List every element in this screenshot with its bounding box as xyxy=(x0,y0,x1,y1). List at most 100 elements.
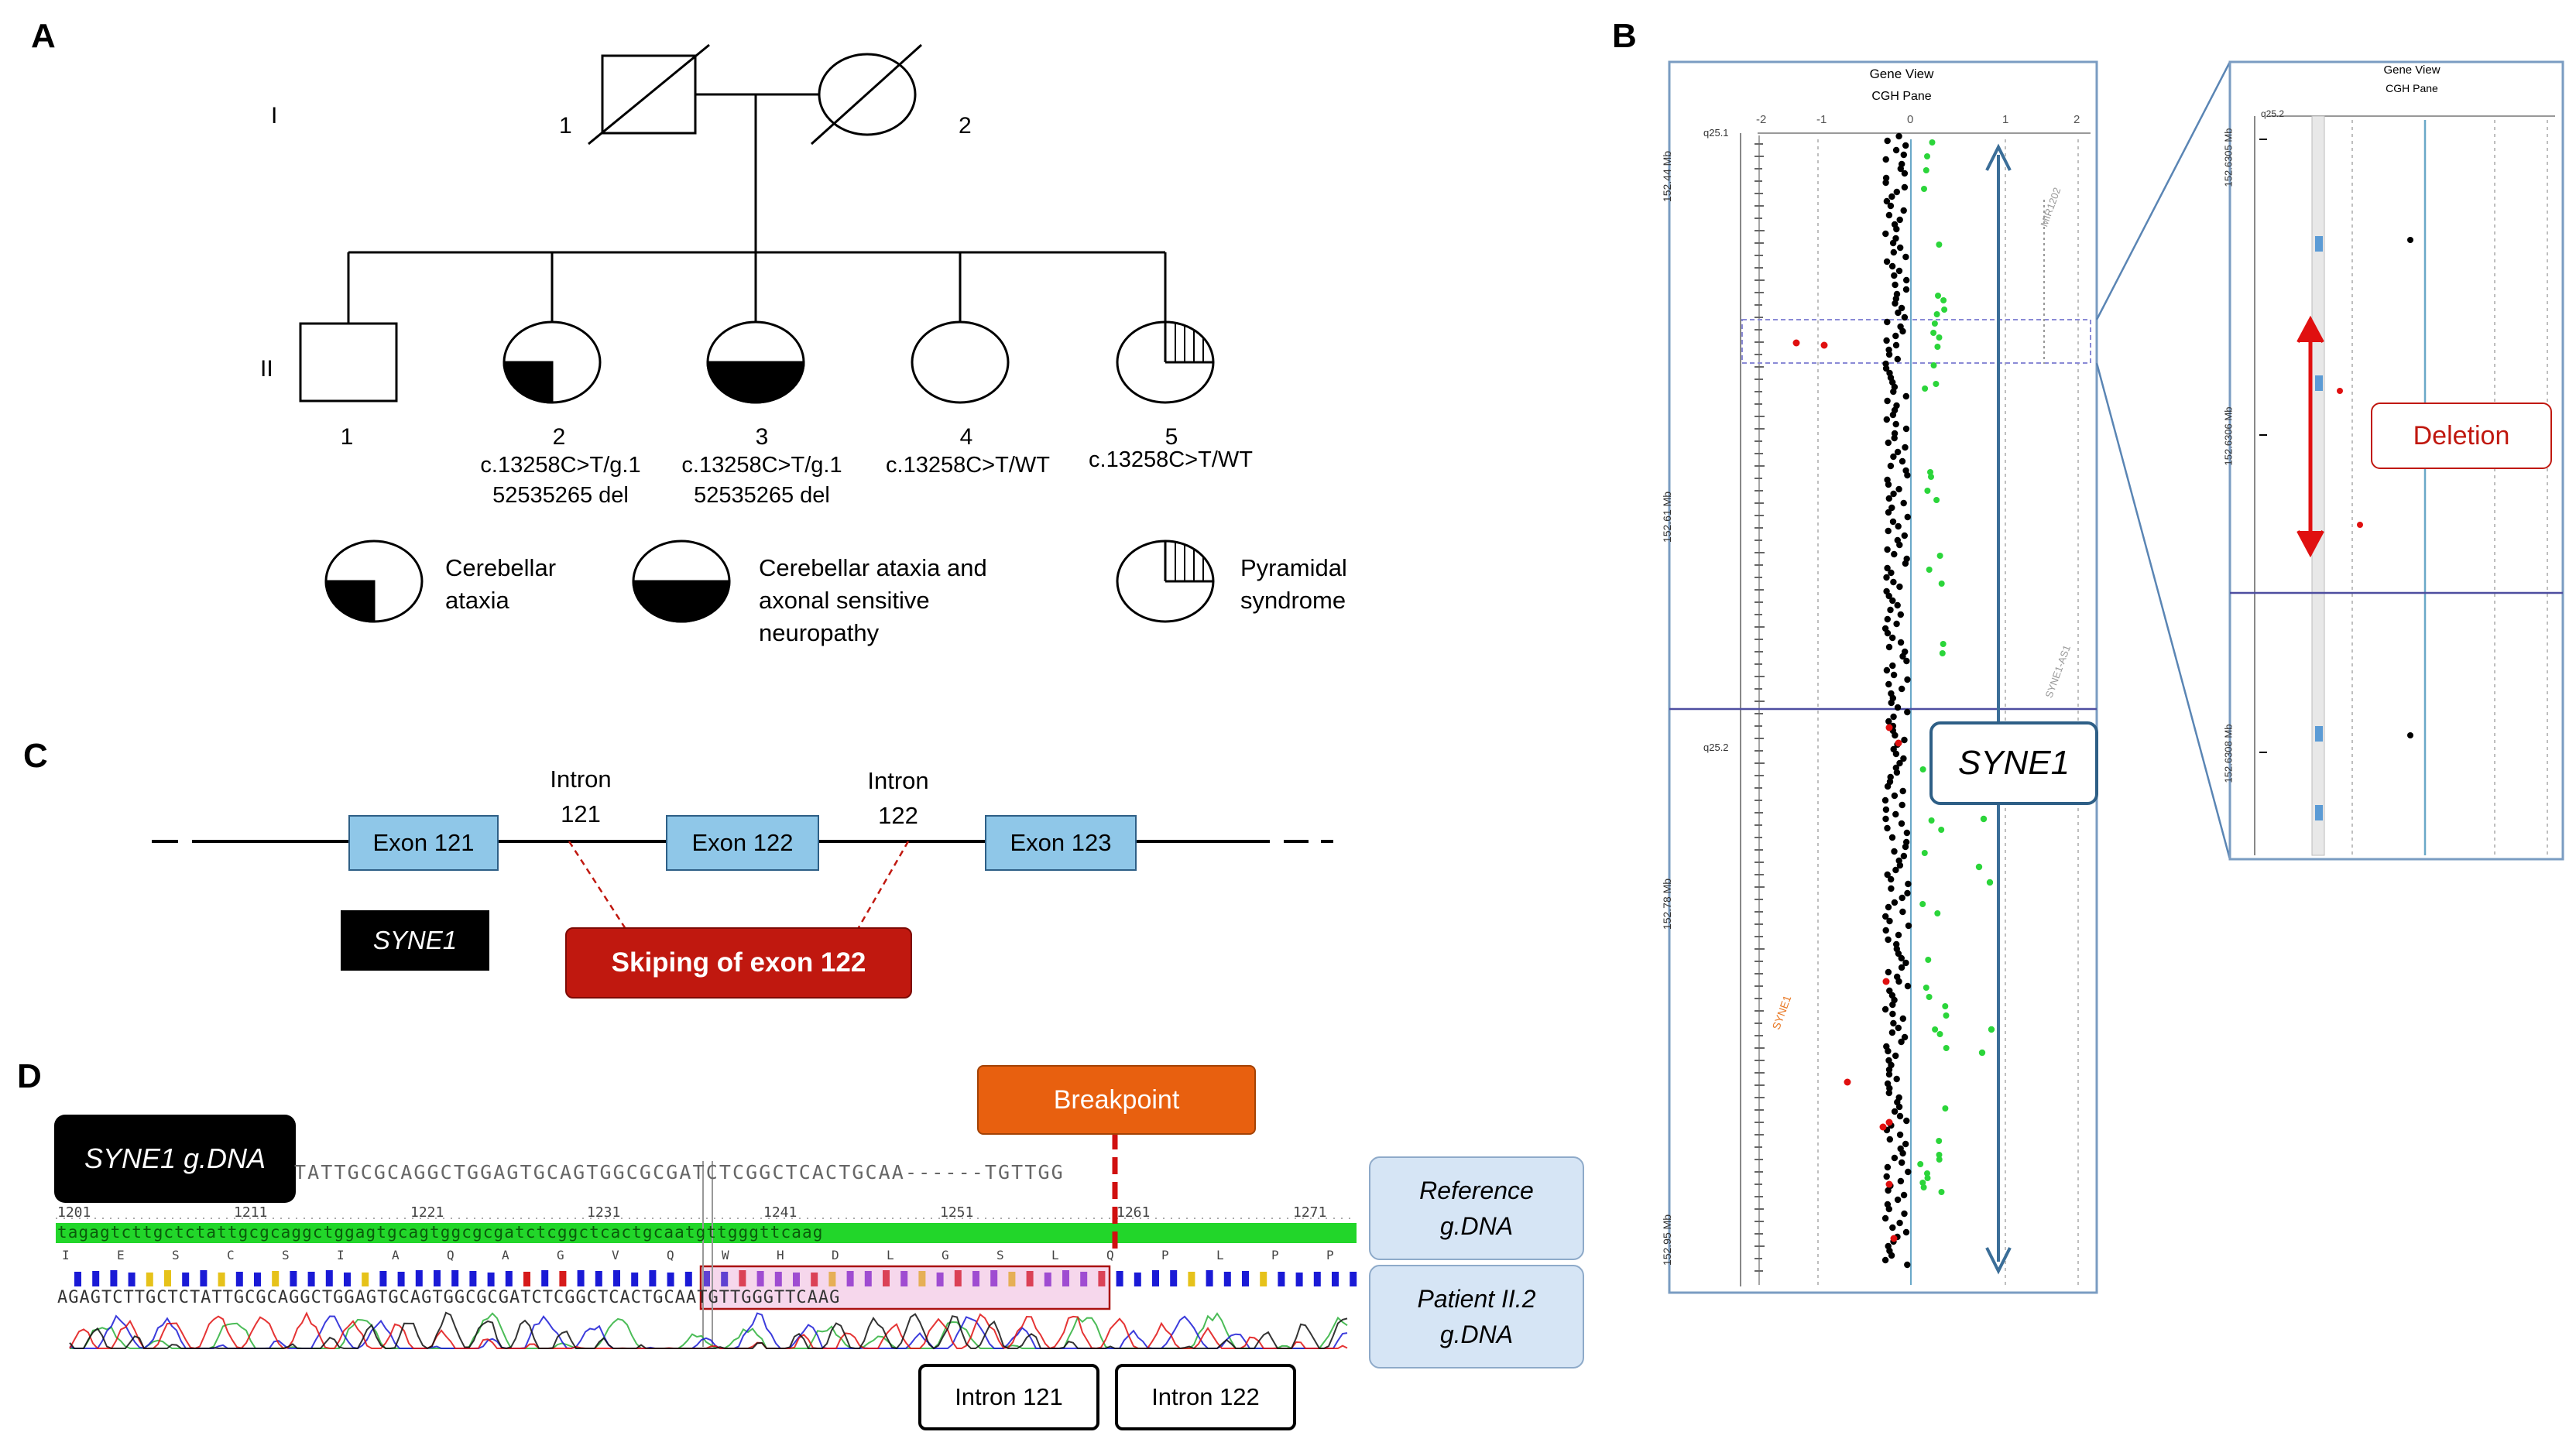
reference-gdna-box: Reference g.DNA xyxy=(1369,1156,1584,1260)
consensus-green-bar xyxy=(56,1223,1357,1243)
quality-bar xyxy=(1098,1271,1106,1286)
cgh-probe-dot xyxy=(1882,365,1890,372)
cgh-probe-dot xyxy=(1883,197,1891,205)
cgh-probe-dot xyxy=(1902,1228,1910,1236)
cgh-probe-dot xyxy=(1899,653,1906,660)
cgh-probe-dot xyxy=(1885,1187,1892,1194)
quality-bar xyxy=(1062,1270,1069,1286)
cgh-loss-dot xyxy=(1844,1078,1851,1086)
cgh-probe-dot xyxy=(1901,532,1908,540)
ruler-position-1211: 1211 xyxy=(234,1204,268,1221)
cgh-probe-dot xyxy=(1889,239,1897,247)
cgh-probe-dot xyxy=(1891,434,1898,442)
cgh-probe-dot xyxy=(1896,216,1903,224)
cgh-gain-dot xyxy=(1975,863,1983,871)
quality-bar xyxy=(272,1271,280,1286)
cgh-probe-dot xyxy=(1892,300,1899,307)
cgh-probe-dot xyxy=(1885,718,1892,725)
cgh-probe-dot xyxy=(1885,592,1892,600)
amino-acid: A xyxy=(392,1248,400,1262)
cgh-zoom-pos-1: 152.6305 Mb xyxy=(2222,128,2235,187)
amino-acid: S xyxy=(282,1248,290,1262)
quality-bar xyxy=(1242,1271,1249,1286)
pedigree-ii2-circle xyxy=(503,320,602,404)
quality-bar xyxy=(864,1271,872,1286)
amino-acid: S xyxy=(996,1248,1004,1262)
cgh-probe-dot xyxy=(1890,453,1897,461)
cgh-probe-dot xyxy=(1884,615,1891,623)
cgh-probe-dot xyxy=(1882,913,1889,920)
cgh-probe-dot xyxy=(1901,170,1909,177)
cgh-gain-dot xyxy=(1924,153,1930,159)
cgh-gain-dot xyxy=(1924,488,1931,494)
cgh-pos-3: 152.78 Mb xyxy=(1661,878,1674,930)
quality-bar xyxy=(1295,1273,1303,1286)
panel-letter-d: D xyxy=(17,1057,42,1095)
amino-acid: E xyxy=(117,1248,125,1262)
cgh-probe-dot xyxy=(1896,583,1903,591)
deletion-label: Deletion xyxy=(2371,402,2552,469)
cgh-probe-dot xyxy=(1900,1191,1908,1199)
amino-acid: L xyxy=(1051,1248,1059,1262)
cgh-probe-dot xyxy=(1904,889,1911,897)
pedigree-ii1-square xyxy=(299,322,398,402)
cgh-probe-dot xyxy=(1888,193,1895,200)
cgh-band-2: q25.2 xyxy=(1703,742,1729,753)
cgh-gain-dot xyxy=(1936,1031,1943,1037)
cgh-probe-dot xyxy=(1902,444,1909,451)
cgh-gain-dot xyxy=(1920,1184,1927,1190)
cgh-probe-dot xyxy=(1892,1052,1899,1060)
cgh-probe-dot xyxy=(1902,286,1910,293)
ruler-position-1241: 1241 xyxy=(763,1204,797,1221)
cgh-gain-dot xyxy=(1919,766,1926,772)
generation-i-label: I xyxy=(271,103,278,128)
cgh-probe-dot xyxy=(1882,179,1889,187)
quality-bar xyxy=(487,1273,495,1286)
amino-acid: L xyxy=(1216,1248,1224,1262)
cgh-probe-dot xyxy=(1895,267,1903,275)
chromatogram-trace xyxy=(69,1311,1348,1350)
cgh-gain-dot xyxy=(1933,381,1940,387)
quality-bar xyxy=(1134,1273,1141,1286)
cgh-probe-dot xyxy=(1890,578,1897,586)
cgh-gain-dot xyxy=(1936,334,1943,341)
cgh-probe-dot xyxy=(1889,1010,1896,1018)
cgh-zoom-subtitle: CGH Pane xyxy=(2386,82,2438,94)
cgh-probe-dot xyxy=(1903,657,1910,665)
pedigree-ii3-number: 3 xyxy=(755,424,769,450)
syne1-gdna-label: SYNE1 g.DNA xyxy=(54,1115,296,1203)
cgh-gain-dot xyxy=(1923,167,1929,173)
quality-bar xyxy=(397,1272,405,1286)
cgh-probe-dot xyxy=(1893,620,1900,628)
quality-bar xyxy=(1080,1272,1088,1286)
quality-bar xyxy=(828,1272,836,1286)
mother-deceased-slash xyxy=(810,43,923,146)
cgh-probe-dot xyxy=(1885,351,1893,358)
pedigree-graphics xyxy=(299,43,1215,623)
cgh-probe-dot xyxy=(1897,611,1904,618)
cgh-probe-dot xyxy=(1885,1047,1892,1055)
cgh-probe-dot xyxy=(1891,899,1899,906)
cgh-probe-dot xyxy=(1884,783,1892,790)
inserted-sequence-highlight xyxy=(699,1265,1111,1310)
cgh-probe-dot xyxy=(1898,820,1905,827)
exon-123-box: Exon 123 xyxy=(985,815,1137,871)
cgh-probe-dot xyxy=(1883,416,1890,423)
quality-bar xyxy=(990,1270,998,1286)
cgh-probe-dot xyxy=(1887,202,1895,210)
cgh-probe-dot xyxy=(1893,225,1900,233)
chromatogram-trace xyxy=(69,1312,1348,1350)
cgh-probe-dot xyxy=(1885,346,1892,354)
cgh-gain-dot xyxy=(1988,1026,1995,1033)
cgh-probe-dot xyxy=(1900,852,1908,860)
exon-skipping-label: Skiping of exon 122 xyxy=(565,927,912,999)
quality-bar xyxy=(739,1270,746,1286)
quality-bar xyxy=(1260,1272,1267,1286)
panel-letter-c: C xyxy=(23,737,48,775)
cgh-probe-dot xyxy=(1889,411,1897,419)
amino-acid: G xyxy=(557,1248,564,1262)
cgh-gain-dot xyxy=(1936,553,1943,559)
cgh-probe-dot xyxy=(1895,132,1902,140)
cgh-probe-dot xyxy=(1888,834,1896,841)
cgh-gain-dot xyxy=(1922,385,1929,392)
